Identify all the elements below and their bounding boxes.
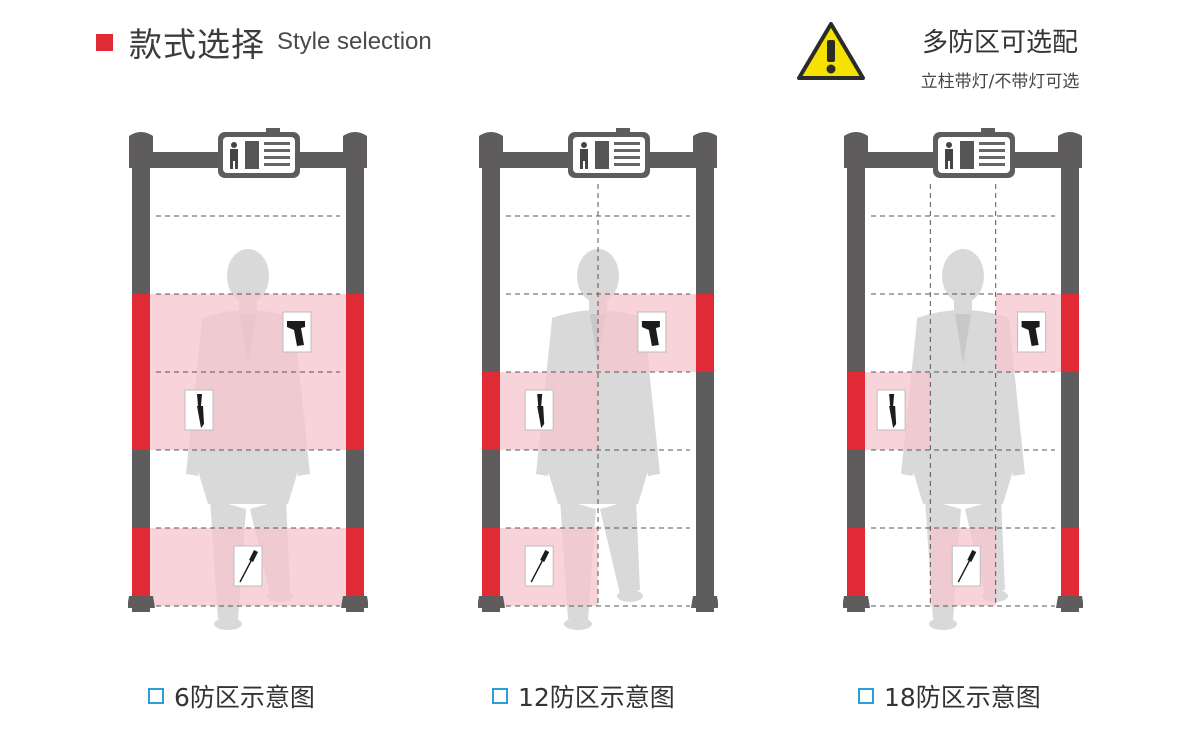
panel-display [245,141,259,169]
zones-note-sub: 立柱带灯/不带灯可选 [920,72,1080,92]
header-bullet [96,33,113,51]
panel-readout-line [979,142,1005,145]
panel-readout-line [264,149,290,152]
body-scan-icon [230,142,238,169]
right-pillar-light [346,294,364,372]
panel-readout-line [979,149,1005,152]
caption-12: 12防区示意图 [492,678,675,714]
left-pillar-light [482,528,500,606]
body-scan-icon [945,142,953,169]
panel-readout-line [979,163,1005,166]
person-left-shoe [564,618,592,630]
right-pillar-base [691,596,719,608]
walkthrough-gate [127,128,369,630]
left-pillar [477,132,505,612]
caption-6-text: 6防区示意图 [174,683,315,712]
left-pillar [127,132,155,612]
right-pillar [691,132,719,612]
person-left-shoe [214,618,242,630]
panel-readout-line [614,149,640,152]
zones-note: 多防区可选配 立柱带灯/不带灯可选 [890,22,1110,92]
section-header: 款式选择 Style selection [96,18,432,66]
left-pillar-base [127,596,155,608]
right-pillar [1056,132,1084,612]
screwdriver-icon [524,545,554,587]
zone-diagram-12 [477,124,719,658]
gun-icon [282,311,312,353]
panel-readout-line [979,156,1005,159]
caption-6: 6防区示意图 [148,678,315,714]
walkthrough-gate [477,128,719,630]
right-pillar-light [1061,528,1079,606]
caption-18: 18防区示意图 [858,678,1041,714]
warning-icon [797,22,865,80]
control-panel [218,128,300,178]
left-pillar [842,132,870,612]
checkbox-icon [492,688,508,704]
gun-icon [637,311,667,353]
left-pillar-light [132,372,150,450]
person-tie [955,314,971,364]
person-left-shoe [929,618,957,630]
right-pillar-base [1056,596,1084,608]
active-zone [150,294,346,372]
left-pillar-light [482,372,500,450]
active-zone [150,372,346,450]
knife-icon [876,389,906,431]
zone-diagram-18 [842,124,1084,658]
person-head [227,249,269,303]
panel-readout-line [264,163,290,166]
person-right-shoe [617,590,643,602]
person-right-leg [600,499,640,594]
checkbox-icon [148,688,164,704]
right-pillar-light [346,528,364,606]
body-scan-icon [580,142,588,169]
zone-diagram-6 [127,124,369,658]
panel-readout-line [264,156,290,159]
caption-12-text: 12防区示意图 [518,683,675,712]
panel-display [595,141,609,169]
right-pillar-light [696,294,714,372]
left-pillar-light [132,294,150,372]
right-pillar-base [341,596,369,608]
screwdriver-icon [951,545,981,587]
right-pillar [341,132,369,612]
screwdriver-icon [233,545,263,587]
caption-18-text: 18防区示意图 [884,683,1041,712]
person-torso [911,310,1015,504]
panel-readout-line [264,142,290,145]
left-pillar-light [132,528,150,606]
section-title-cn: 款式选择 [129,25,265,64]
left-pillar-light [847,528,865,606]
control-panel [933,128,1015,178]
person-head [942,249,984,303]
control-panel [568,128,650,178]
knife-icon [524,389,554,431]
panel-readout-line [614,156,640,159]
panel-readout-line [614,142,640,145]
zones-note-main: 多防区可选配 [921,28,1078,58]
walkthrough-gate [842,128,1084,630]
section-title-en: Style selection [277,28,432,55]
panel-display [960,141,974,169]
knife-icon [184,389,214,431]
panel-readout-line [614,163,640,166]
person-neck [954,296,972,312]
left-pillar-base [477,596,505,608]
left-pillar-base [842,596,870,608]
checkbox-icon [858,688,874,704]
right-pillar-light [346,372,364,450]
right-pillar-light [1061,294,1079,372]
left-pillar-light [847,372,865,450]
gun-icon [1017,311,1047,353]
